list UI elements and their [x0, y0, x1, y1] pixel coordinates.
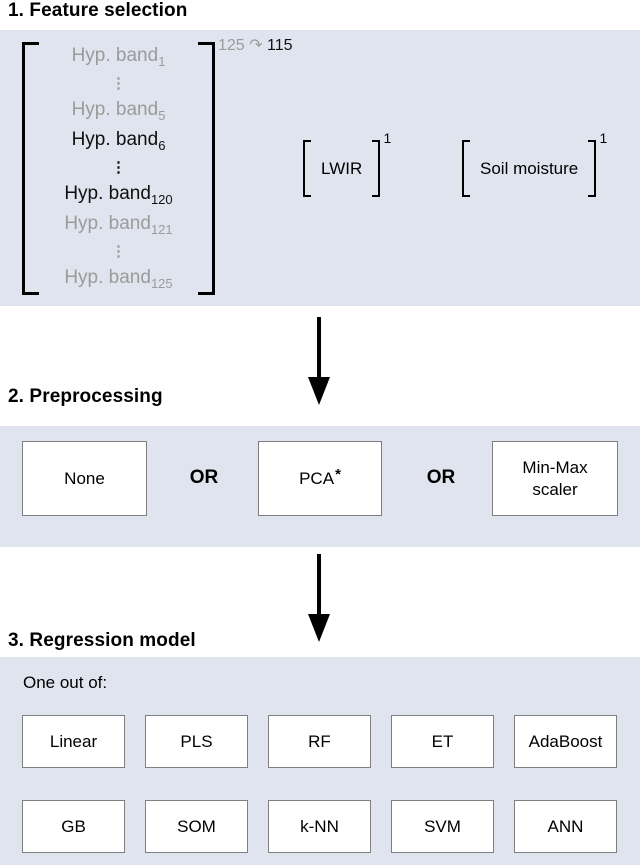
- matrix-row: Hyp. band5: [71, 98, 166, 123]
- matrix-rows: Hyp. band1 ⋮ Hyp. band5 Hyp. band6 ⋮ Hyp…: [39, 45, 198, 291]
- option-label: Min-Max scaler: [522, 458, 588, 499]
- or-separator: OR: [189, 467, 219, 488]
- vector-label: Soil moisture: [480, 158, 579, 178]
- hyperspectral-band-matrix: Hyp. band1 ⋮ Hyp. band5 Hyp. band6 ⋮ Hyp…: [22, 42, 215, 295]
- bracket-right-icon: [588, 140, 597, 197]
- arrow-down-icon: [308, 317, 330, 405]
- ellipsis-dots: ⋮: [111, 159, 126, 177]
- dimension-after: 115: [267, 37, 293, 54]
- matrix-row: Hyp. band1: [71, 45, 166, 69]
- feature-selection-panel: Hyp. band1 ⋮ Hyp. band5 Hyp. band6 ⋮ Hyp…: [0, 30, 640, 306]
- bracket-left-icon: [303, 140, 311, 197]
- option-label: PCA: [299, 468, 335, 488]
- model-box-adaboost: AdaBoost: [514, 715, 617, 768]
- matrix-row: Hyp. band125: [64, 266, 173, 291]
- lwir-vector: LWIR 1: [303, 130, 391, 197]
- dimension-before: 125: [218, 37, 245, 54]
- section3-heading: 3. Regression model: [8, 630, 196, 651]
- model-box-svm: SVM: [391, 800, 494, 853]
- footnote-asterisk: *: [335, 466, 341, 484]
- reduction-arrow-icon: ↷: [249, 37, 263, 54]
- model-box-linear: Linear: [22, 715, 125, 768]
- model-box-som: SOM: [145, 800, 248, 853]
- model-box-knn: k-NN: [268, 800, 371, 853]
- model-box-ann: ANN: [514, 800, 617, 853]
- vector-dimension: 1: [383, 130, 392, 146]
- preprocessing-panel: None OR PCA* OR Min-Max scaler: [0, 426, 640, 547]
- ellipsis-dots: ⋮: [111, 243, 126, 261]
- preprocessing-option-none: None: [22, 441, 147, 516]
- preprocessing-option-minmax: Min-Max scaler: [492, 441, 618, 516]
- soil-moisture-vector: Soil moisture 1: [462, 130, 607, 197]
- preprocessing-option-pca: PCA*: [258, 441, 382, 516]
- model-box-gb: GB: [22, 800, 125, 853]
- or-separator: OR: [426, 467, 456, 488]
- model-box-pls: PLS: [145, 715, 248, 768]
- vector-dimension: 1: [599, 130, 608, 146]
- bracket-right-icon: [198, 42, 215, 295]
- vector-label: LWIR: [321, 158, 363, 178]
- ellipsis-dots: ⋮: [111, 75, 126, 93]
- section1-heading: 1. Feature selection: [8, 0, 188, 21]
- bracket-left-icon: [22, 42, 39, 295]
- matrix-dimension-annotation: 125 ↷ 115: [218, 35, 293, 55]
- model-box-rf: RF: [268, 715, 371, 768]
- matrix-row: Hyp. band120: [64, 182, 173, 207]
- bracket-right-icon: [372, 140, 381, 197]
- arrow-down-icon: [308, 554, 330, 642]
- one-out-of-label: One out of:: [23, 673, 108, 692]
- regression-model-panel: One out of: Linear PLS RF ET AdaBoost GB…: [0, 657, 640, 865]
- matrix-row: Hyp. band121: [64, 213, 173, 237]
- section2-heading: 2. Preprocessing: [8, 386, 163, 407]
- model-box-et: ET: [391, 715, 494, 768]
- matrix-row: Hyp. band6: [71, 129, 166, 153]
- option-label: None: [64, 468, 105, 488]
- bracket-left-icon: [462, 140, 470, 197]
